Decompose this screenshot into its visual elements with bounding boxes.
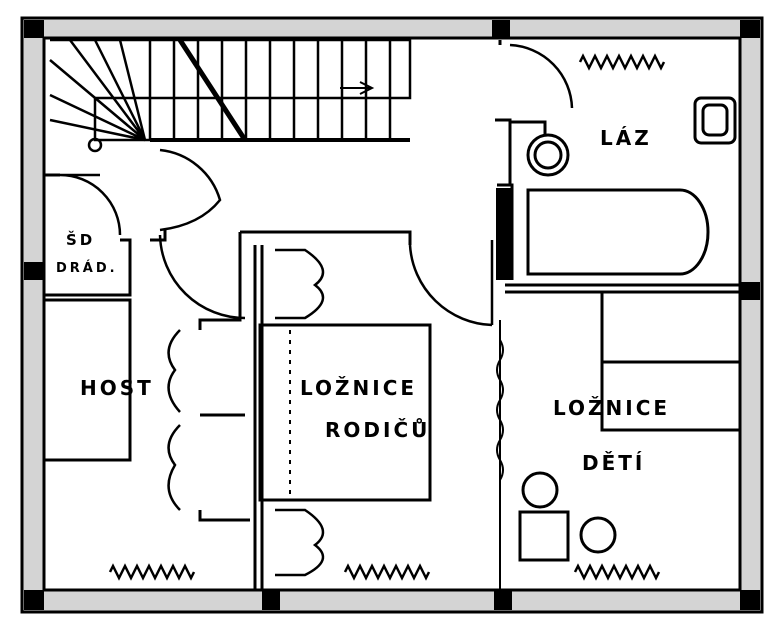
label-kids-1: LOŽNICE [553,396,670,420]
parents-bed [258,323,432,502]
sink-icon [693,96,737,145]
bathtub [526,188,710,276]
label-closet-1: ŠD [66,230,95,249]
radiator-icon [578,53,666,71]
radiator-icon [108,563,196,581]
toilet-icon [526,133,570,177]
label-parents-1: LOŽNICE [300,376,417,400]
label-kids-2: DĚTÍ [582,451,645,475]
label-bathroom: LÁZ [600,126,652,150]
staircase [49,38,412,153]
label-guest: HOST [80,376,154,400]
furniture [258,96,740,562]
radiator-icon [573,563,661,581]
label-closet-2: DRÁD. [56,260,118,276]
doors [59,43,574,577]
kids-bed [600,292,740,432]
outer-walls [20,16,764,614]
label-parents-2: RODIČŮ [325,418,430,442]
radiator-icon [343,563,431,581]
bathroom-wall-solid [496,188,512,280]
radiators [108,53,666,581]
interior-walls [44,40,740,590]
